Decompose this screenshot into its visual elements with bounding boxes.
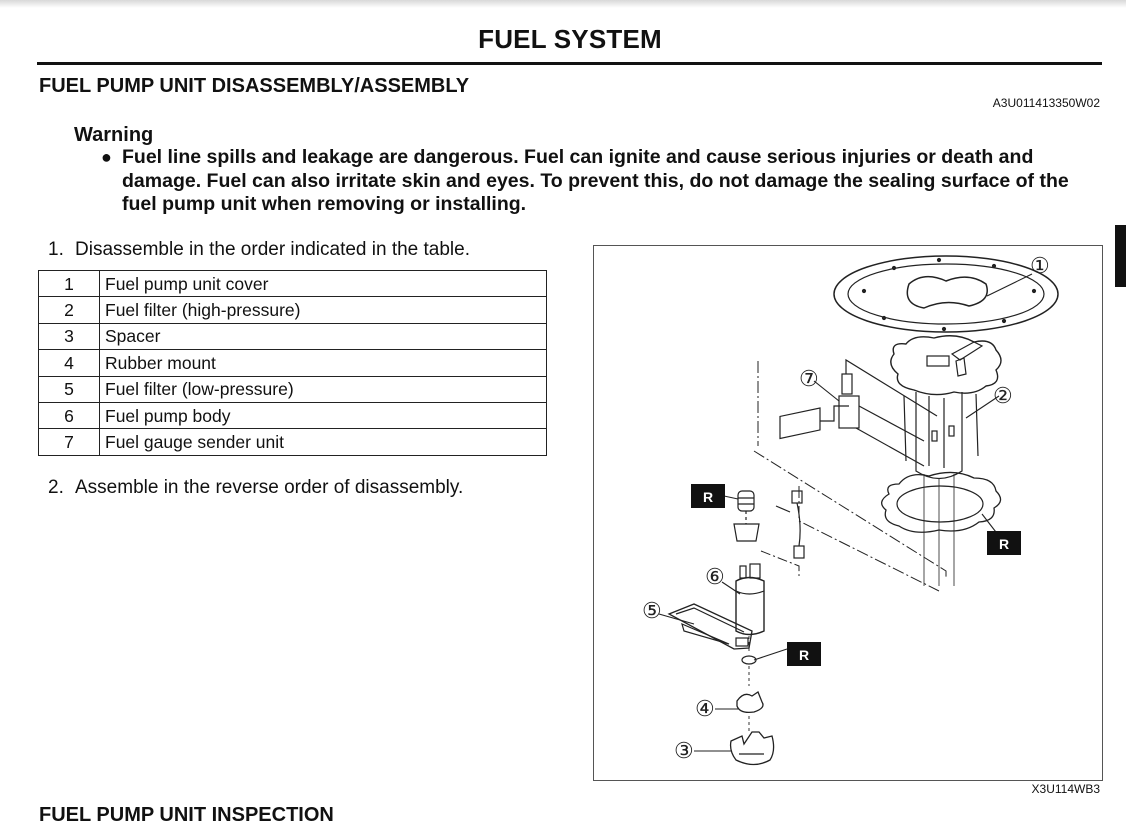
fuel-pump-body-drawing	[735, 550, 800, 636]
part-number: 5	[38, 375, 100, 403]
replace-badge-o-ring: R	[787, 642, 821, 666]
figure-id: X3U114WB3	[1031, 782, 1100, 796]
section-index-tab[interactable]	[1115, 225, 1126, 287]
svg-text:R: R	[799, 647, 809, 663]
fuel-filter-high-pressure-drawing	[890, 335, 1002, 586]
callout-5: ⑤	[642, 598, 662, 623]
title-divider	[37, 62, 1102, 65]
fuel-pump-unit-cover-drawing	[833, 255, 1059, 333]
part-number: 3	[38, 322, 100, 351]
part-name: Fuel gauge sender unit	[99, 428, 547, 456]
exploded-diagram: ① ② ③ ④ ⑤ ⑥ ⑦ R R R	[593, 245, 1103, 781]
step-number: 1.	[48, 239, 64, 260]
callout-2: ②	[993, 383, 1013, 408]
callout-6: ⑥	[705, 564, 725, 589]
warning-heading: Warning	[74, 124, 154, 146]
top-shadow	[0, 0, 1126, 8]
part-name: Rubber mount	[99, 349, 547, 377]
gasket-drawing	[881, 471, 1002, 533]
replace-badge-grommet: R	[691, 484, 725, 508]
next-section-title: FUEL PUMP UNIT INSPECTION	[39, 804, 334, 826]
part-number: 6	[38, 401, 100, 430]
step-1: 1. Disassemble in the order indicated in …	[48, 239, 470, 261]
callout-3: ③	[674, 738, 694, 763]
step-2: 2. Assemble in the reverse order of disas…	[48, 477, 463, 499]
fuel-filter-low-pressure-drawing	[667, 603, 753, 650]
part-number: 1	[38, 269, 100, 298]
part-number: 4	[38, 349, 100, 377]
part-name: Fuel filter (low-pressure)	[99, 375, 547, 403]
part-name: Fuel pump unit cover	[99, 269, 547, 298]
part-name: Spacer	[99, 322, 547, 351]
rubber-mount-drawing	[736, 691, 764, 731]
callout-leaders	[658, 273, 1033, 752]
page-title: FUEL SYSTEM	[478, 24, 662, 54]
step-number: 2.	[48, 477, 64, 498]
o-ring-drawing	[741, 655, 757, 665]
callout-7: ⑦	[799, 366, 819, 391]
grommet-drawing	[733, 490, 760, 542]
part-name: Fuel pump body	[99, 401, 547, 430]
svg-text:R: R	[703, 489, 713, 505]
svg-text:R: R	[999, 536, 1009, 552]
replace-badge-gasket: R	[987, 531, 1021, 555]
part-number: 7	[38, 428, 100, 456]
callout-4: ④	[695, 696, 715, 721]
bullet-icon: ●	[101, 147, 112, 167]
wiring-harness-drawing	[775, 490, 805, 559]
fuel-gauge-sender-unit-drawing	[779, 358, 938, 467]
callout-1: ①	[1030, 253, 1050, 278]
warning-text: Fuel line spills and leakage are dangero…	[122, 146, 1069, 215]
part-name: Fuel filter (high-pressure)	[99, 296, 547, 324]
spacer-drawing	[729, 731, 775, 766]
step-text: Assemble in the reverse order of disasse…	[75, 477, 464, 498]
step-text: Disassemble in the order indicated in th…	[75, 239, 471, 260]
document-id: A3U011413350W02	[992, 96, 1100, 110]
section-title: FUEL PUMP UNIT DISASSEMBLY/ASSEMBLY	[39, 75, 470, 97]
part-number: 2	[38, 296, 100, 324]
